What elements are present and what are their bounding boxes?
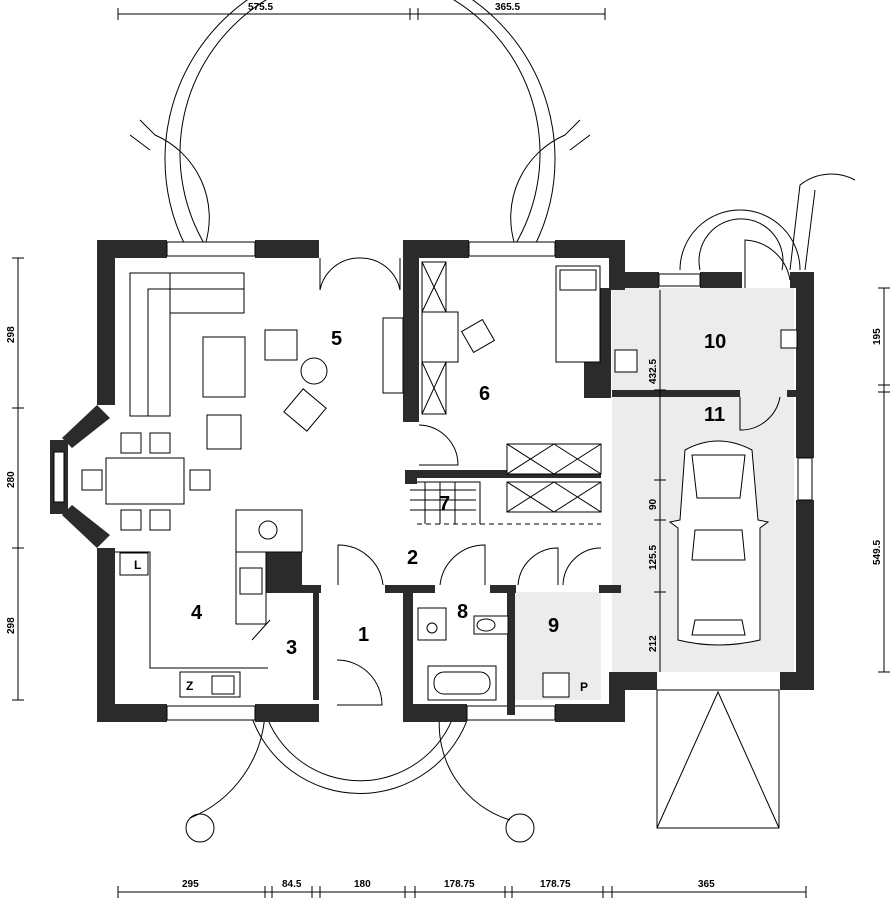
top-dimension-line — [117, 8, 606, 20]
dim-garage-0: 432.5 — [648, 359, 659, 384]
exterior-walls — [50, 240, 814, 722]
room-7-label: 7 — [439, 493, 450, 515]
dim-bottom-4: 178.75 — [540, 879, 571, 890]
dim-top-1: 365.5 — [495, 2, 520, 13]
terrace-bottom — [185, 711, 535, 843]
left-dimension-line — [12, 257, 24, 701]
dim-left-1: 280 — [6, 471, 17, 488]
dim-bottom-1: 84.5 — [282, 879, 302, 890]
office-furniture — [421, 261, 602, 513]
dim-right-1: 549.5 — [872, 540, 883, 565]
dim-bottom-0: 295 — [182, 879, 199, 890]
room-11-label: 11 — [704, 404, 725, 426]
boiler-label: P — [580, 680, 588, 694]
interior-walls — [236, 240, 797, 720]
boiler — [542, 672, 570, 698]
sink-unit-label: Z — [186, 679, 193, 693]
garage-dimension-line — [654, 290, 666, 672]
room-3-label: 3 — [286, 637, 297, 659]
dim-garage-1: 90 — [648, 498, 659, 510]
dim-bottom-2: 180 — [354, 879, 371, 890]
room-5-label: 5 — [331, 328, 342, 350]
room-10-label: 10 — [704, 331, 726, 353]
bottom-dimension-line — [117, 886, 807, 898]
windows — [53, 241, 813, 721]
stairs — [410, 481, 601, 525]
dim-garage-3: 212 — [648, 635, 659, 652]
garage-sink — [614, 349, 638, 373]
room-9-label: 9 — [548, 615, 559, 637]
dim-bottom-3: 178.75 — [444, 879, 475, 890]
dim-bottom-5: 365 — [698, 879, 715, 890]
room-2-label: 2 — [407, 547, 418, 569]
garage-socket — [780, 329, 798, 349]
dim-garage-2: 125.5 — [648, 545, 659, 570]
terrace-garage — [679, 173, 856, 271]
armchairs — [206, 329, 328, 450]
doors — [251, 239, 791, 706]
bathroom-fixtures — [417, 607, 509, 701]
room-8-label: 8 — [457, 601, 468, 623]
dim-right-0: 195 — [872, 328, 883, 345]
terrace-top — [129, 0, 591, 246]
right-dimension-line — [878, 287, 890, 673]
room-6-label: 6 — [479, 383, 490, 405]
coffee-table — [202, 336, 246, 398]
dining-set — [81, 432, 211, 531]
kitchen — [115, 509, 303, 698]
dim-top-0: 575.5 — [248, 2, 273, 13]
driveway — [656, 689, 780, 829]
dim-left-0: 298 — [6, 326, 17, 343]
room-4-label: 4 — [191, 602, 203, 624]
car — [668, 440, 770, 646]
fridge-label: L — [134, 558, 141, 572]
fireplace — [382, 317, 404, 394]
room-1-label: 1 — [358, 624, 369, 646]
dim-left-2: 298 — [6, 617, 17, 634]
sofa — [129, 272, 245, 417]
